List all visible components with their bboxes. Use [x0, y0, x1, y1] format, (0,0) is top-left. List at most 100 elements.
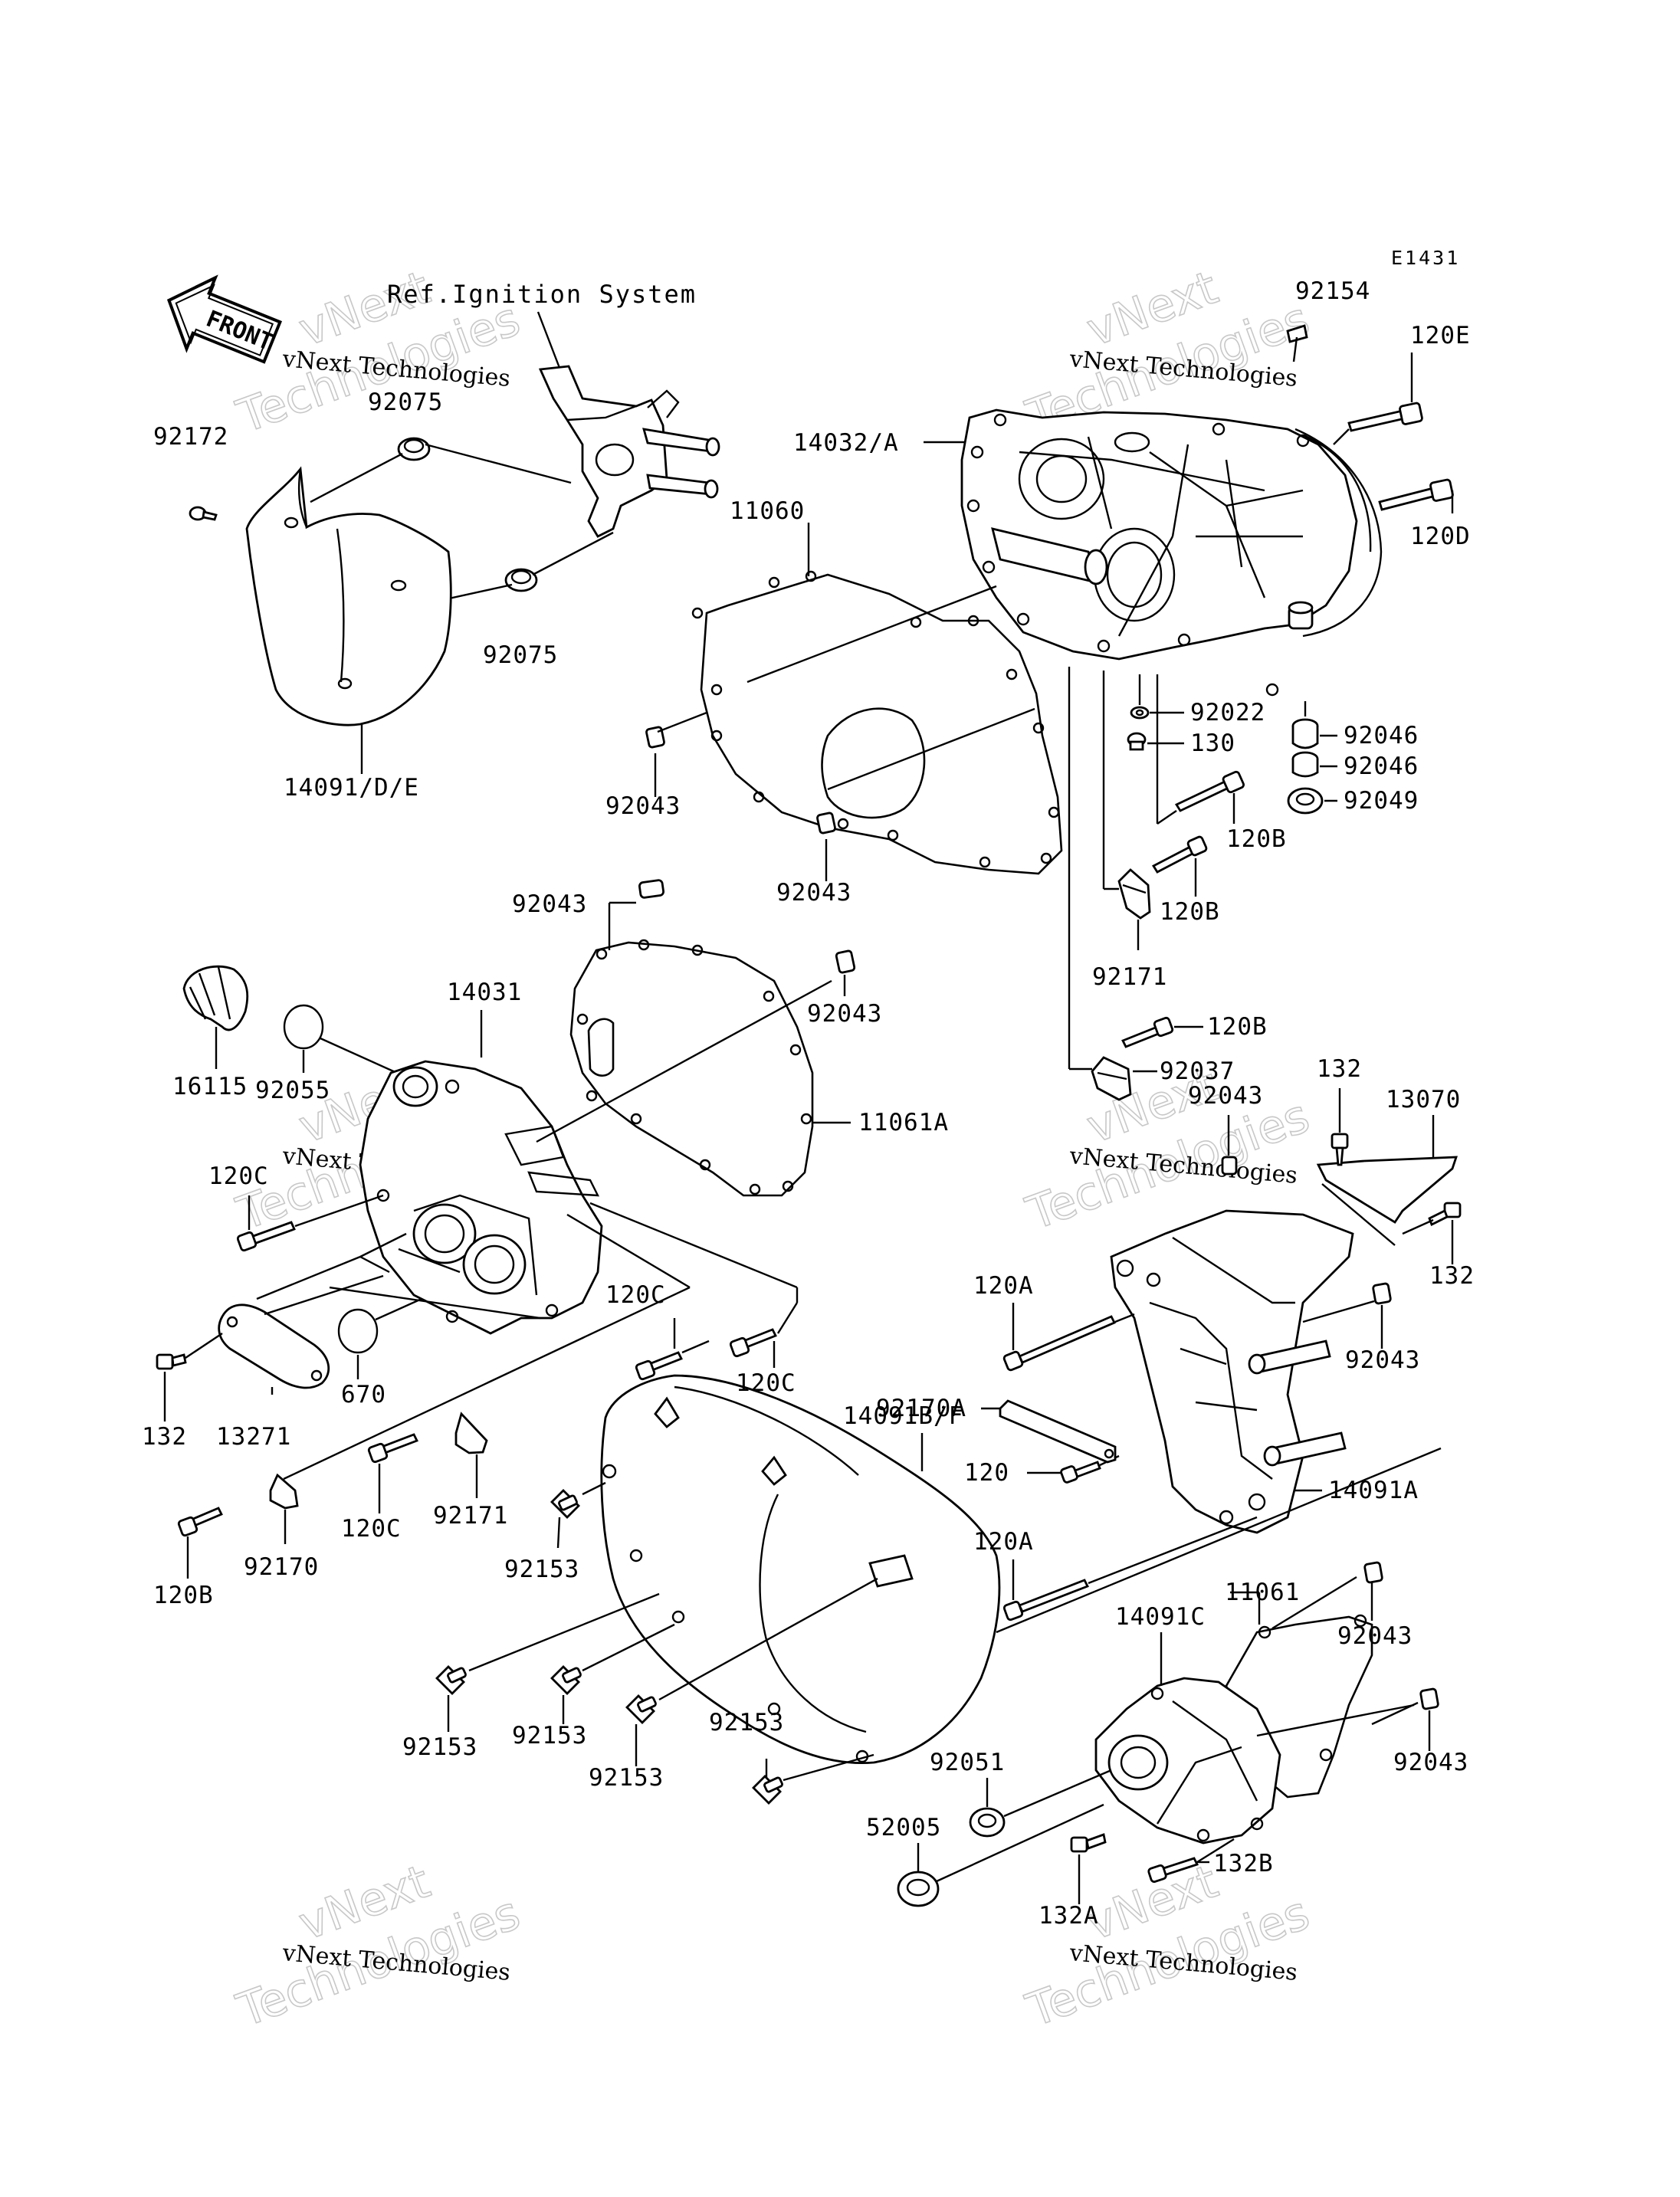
label-120b-c: 120B — [1207, 1013, 1268, 1041]
label-14091c: 14091C — [1115, 1603, 1206, 1631]
clamp-92170a-part — [999, 1399, 1117, 1464]
clamp-92037-part — [1091, 1056, 1132, 1101]
label-14032-a: 14032/A — [793, 429, 899, 457]
bolt-120-part — [1060, 1461, 1101, 1484]
dowel-pin-f-part — [1372, 1282, 1392, 1305]
label-120b-a: 120B — [1226, 825, 1287, 853]
label-14091-d-e: 14091/D/E — [284, 774, 419, 802]
bolt-120b-d-part — [177, 1507, 223, 1537]
label-120a-a: 120A — [973, 1272, 1034, 1300]
cover-14091-d-e-part — [245, 466, 452, 726]
collar-92046-upper-part — [1291, 718, 1319, 749]
bolt-120e-part — [1347, 402, 1423, 432]
cover-14091c-part — [1094, 1677, 1281, 1844]
grommet-upper-part — [397, 437, 431, 461]
label-92170: 92170 — [244, 1553, 319, 1581]
bolt-120b-b-part — [1152, 835, 1208, 874]
label-92043-f: 92043 — [1345, 1346, 1420, 1374]
label-92051: 92051 — [930, 1749, 1005, 1776]
label-11060: 11060 — [730, 497, 805, 525]
label-120d: 120D — [1410, 523, 1471, 550]
label-14031: 14031 — [447, 979, 522, 1006]
label-132-b: 132 — [1317, 1055, 1362, 1083]
clamp-92171-lower-part — [454, 1412, 488, 1454]
label-92153-b: 92153 — [402, 1733, 477, 1761]
bolt-120a-b-part — [1002, 1579, 1089, 1622]
label-120: 120 — [964, 1459, 1009, 1487]
label-92046-upper: 92046 — [1344, 722, 1419, 749]
label-92075-upper: 92075 — [368, 389, 443, 416]
label-92022: 92022 — [1190, 699, 1265, 726]
label-92049: 92049 — [1344, 787, 1419, 815]
label-11061: 11061 — [1225, 1579, 1300, 1606]
label-14091b-f: 14091B/F — [843, 1402, 963, 1430]
guard-13070-part — [1316, 1156, 1458, 1224]
bolt-120a-a-part — [1002, 1315, 1116, 1372]
cover-14032-a-part — [960, 408, 1383, 697]
part-labels: 92154 120E 120D 14032/A 11060 92075 9207… — [142, 277, 1474, 1930]
label-92154: 92154 — [1295, 277, 1370, 305]
ref-note: Ref.Ignition System — [387, 280, 697, 309]
label-120b-d: 120B — [153, 1582, 214, 1609]
bolt-132a-part — [1070, 1833, 1107, 1853]
ignition-bracket-part — [538, 365, 720, 538]
label-120c-c: 120C — [736, 1369, 796, 1397]
label-92043-b: 92043 — [776, 879, 851, 907]
bolt-92153-d-part — [625, 1694, 657, 1724]
cover-14091a-part — [1110, 1209, 1354, 1534]
label-120c-a: 120C — [208, 1162, 269, 1190]
bolt-120c-a-part — [236, 1221, 296, 1252]
label-132b: 132B — [1213, 1850, 1274, 1877]
watermark-bottom-right: vNext Technologies vNext Technologies — [1019, 1854, 1317, 2039]
grommet-lower-part — [504, 568, 538, 592]
bolt-92153-c-part — [550, 1665, 582, 1695]
dowel-pin-c-part — [638, 879, 664, 899]
bolt-92153-a-part — [550, 1489, 580, 1519]
seal-92051-part — [969, 1807, 1006, 1838]
o-ring-92055-part — [283, 1004, 324, 1050]
label-92171-upper: 92171 — [1092, 963, 1167, 991]
label-92153-d: 92153 — [589, 1764, 664, 1792]
bolt-92153-e-part — [752, 1775, 783, 1805]
label-92043-h: 92043 — [1393, 1749, 1468, 1776]
label-92153-a: 92153 — [504, 1556, 579, 1583]
label-14091a: 14091A — [1328, 1477, 1419, 1504]
gasket-11060-part — [691, 570, 1063, 875]
label-120e: 120E — [1410, 322, 1471, 349]
dowel-pin-b-part — [816, 812, 836, 835]
washer-92049-part — [1287, 787, 1324, 815]
dowel-pin-d-part — [835, 949, 856, 974]
label-92037: 92037 — [1160, 1058, 1235, 1085]
label-120b-b: 120B — [1160, 898, 1220, 926]
gasket-11060-holes — [691, 570, 1060, 868]
label-92172: 92172 — [153, 423, 228, 451]
o-ring-670-part — [337, 1308, 379, 1354]
label-92153-c: 92153 — [512, 1722, 587, 1749]
label-13271: 13271 — [216, 1423, 291, 1451]
bolt-120b-a-part — [1174, 770, 1245, 812]
cover-14091b-f-part — [600, 1374, 1001, 1765]
label-120c-b: 120C — [605, 1281, 666, 1309]
label-132-a: 132 — [142, 1423, 187, 1451]
label-120c-d: 120C — [341, 1515, 402, 1543]
gasket-11061a-part — [569, 939, 814, 1197]
dowel-pin-e-part — [1221, 1156, 1238, 1176]
label-16115: 16115 — [172, 1073, 248, 1100]
label-92046-lower: 92046 — [1344, 753, 1419, 780]
label-92043-c: 92043 — [512, 890, 587, 918]
screw-92172-part — [189, 506, 218, 521]
oil-filler-cap-part — [182, 965, 249, 1031]
bolt-130-part — [1127, 732, 1147, 751]
cover-14031-part — [359, 1060, 603, 1335]
bolt-92153-b-part — [435, 1665, 467, 1695]
clamp-92170-part — [269, 1473, 299, 1510]
bolt-120c-b-part — [635, 1351, 683, 1381]
watermark-bottom-left: vNext Technologies vNext Technologies — [229, 1854, 527, 2039]
dowel-pin-a-part — [645, 726, 665, 749]
label-92043-a: 92043 — [605, 792, 681, 820]
bolt-132-a-part — [156, 1353, 187, 1370]
bolt-120d-part — [1378, 478, 1454, 511]
label-92043-g: 92043 — [1337, 1622, 1413, 1650]
label-11061a: 11061A — [858, 1109, 949, 1136]
